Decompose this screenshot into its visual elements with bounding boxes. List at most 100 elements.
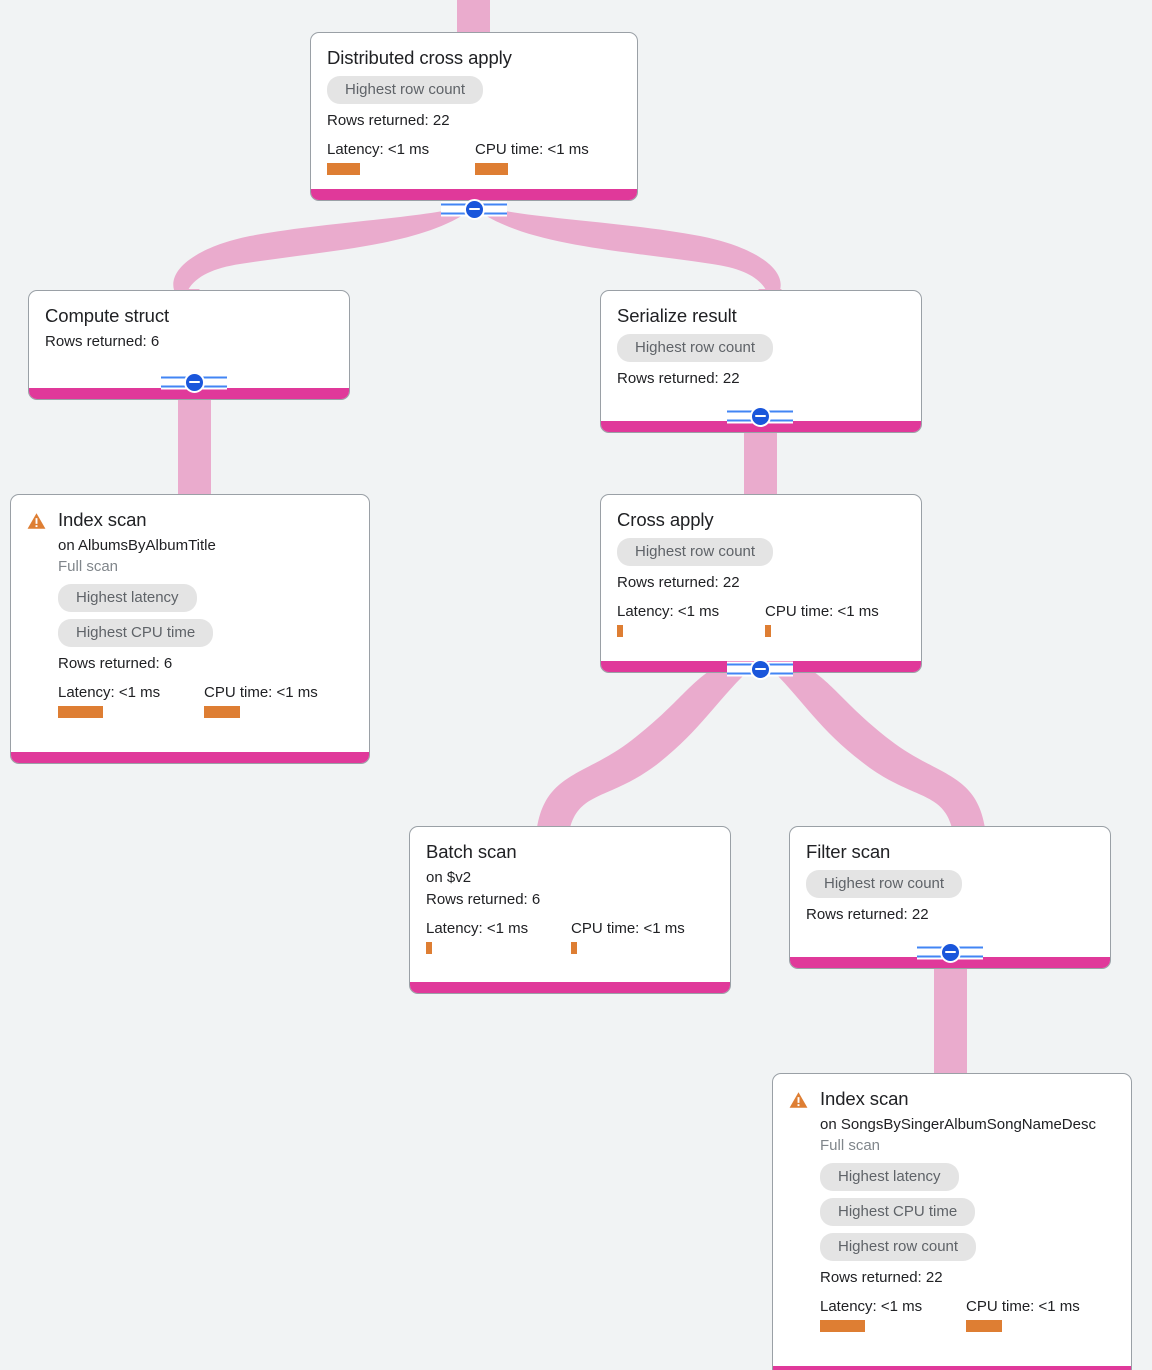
- node-body: Highest row count Rows returned: 22 Late…: [327, 69, 621, 175]
- warning-icon: [27, 513, 46, 529]
- metric-latency-bar: [617, 625, 623, 637]
- metric-latency: Latency: <1 ms: [327, 140, 475, 175]
- chip-list: Highest row count: [327, 69, 621, 104]
- chip-list: Highest latency: [58, 577, 353, 612]
- node-body: Highest row count Rows returned: 22: [806, 863, 1094, 925]
- edge-compute-struct-to-index-scan: [178, 384, 211, 496]
- node-content: Filter scan Highest row count Rows retur…: [790, 827, 1110, 939]
- rows-returned: Rows returned: 6: [426, 891, 541, 908]
- metric-latency-label: Latency: <1 ms: [617, 603, 720, 620]
- metric-cpu-time-bar: [204, 706, 240, 718]
- metric-latency-label: Latency: <1 ms: [426, 920, 529, 937]
- collapse-toggle-filter-scan[interactable]: [917, 941, 983, 963]
- node-title: Filter scan: [806, 841, 891, 862]
- plan-node-batch-scan[interactable]: Batch scan on $v2 Rows returned: 6 Laten…: [409, 826, 731, 994]
- chip-highest-row-count: Highest row count: [820, 1233, 977, 1261]
- collapse-toggle-distributed-cross-apply[interactable]: [441, 198, 507, 220]
- metric-latency-label: Latency: <1 ms: [820, 1298, 923, 1315]
- chip-list: Highest row count: [617, 531, 905, 566]
- collapse-toggle-serialize-result[interactable]: [727, 405, 793, 427]
- node-status-bar: [311, 189, 637, 200]
- chip-list: Highest CPU time: [58, 612, 353, 647]
- metric-cpu-time: CPU time: <1 ms: [475, 140, 589, 175]
- minus-icon: [183, 371, 205, 393]
- node-title-row: Batch scan: [426, 841, 714, 863]
- node-title: Index scan: [820, 1088, 909, 1109]
- rows-returned: Rows returned: 22: [820, 1269, 943, 1286]
- node-content: Distributed cross apply Highest row coun…: [311, 33, 637, 189]
- node-subtitle: on SongsBySingerAlbumSongNameDesc: [820, 1116, 1096, 1133]
- chip-list: Highest row count: [806, 863, 1094, 898]
- node-title: Index scan: [58, 509, 147, 530]
- edge-root-to-serialize-result: [477, 205, 781, 290]
- node-title: Distributed cross apply: [327, 47, 512, 68]
- node-body: on AlbumsByAlbumTitle Full scan Highest …: [58, 535, 353, 718]
- metric-cpu-time: CPU time: <1 ms: [571, 919, 685, 954]
- rows-returned: Rows returned: 22: [806, 906, 929, 923]
- node-title-row: Filter scan: [806, 841, 1094, 863]
- minus-icon: [939, 941, 961, 963]
- plan-node-index-scan-albums[interactable]: Index scan on AlbumsByAlbumTitle Full sc…: [10, 494, 370, 764]
- node-content: Compute struct Rows returned: 6: [29, 291, 349, 366]
- node-content: Cross apply Highest row count Rows retur…: [601, 495, 921, 651]
- collapse-toggle-cross-apply[interactable]: [727, 658, 793, 680]
- metric-latency: Latency: <1 ms: [820, 1297, 966, 1332]
- chip-highest-latency: Highest latency: [58, 584, 197, 612]
- metric-latency-bar: [820, 1320, 865, 1332]
- metric-cpu-time: CPU time: <1 ms: [765, 602, 879, 637]
- plan-node-distributed-cross-apply[interactable]: Distributed cross apply Highest row coun…: [310, 32, 638, 201]
- edge-cross-apply-to-filter-scan: [774, 668, 985, 828]
- collapse-toggle-compute-struct[interactable]: [161, 371, 227, 393]
- node-title-row: Distributed cross apply: [327, 47, 621, 69]
- metric-latency-bar: [426, 942, 432, 954]
- edge-cross-apply-to-batch-scan: [537, 668, 747, 828]
- metric-latency-label: Latency: <1 ms: [58, 684, 161, 701]
- metric-cpu-time-bar: [571, 942, 577, 954]
- node-title-row: Cross apply: [617, 509, 905, 531]
- node-title: Cross apply: [617, 509, 714, 530]
- node-content: Serialize result Highest row count Rows …: [601, 291, 921, 403]
- chip-highest-row-count: Highest row count: [327, 76, 484, 104]
- node-body: Highest row count Rows returned: 22 Late…: [617, 531, 905, 637]
- plan-node-cross-apply[interactable]: Cross apply Highest row count Rows retur…: [600, 494, 922, 673]
- node-title: Compute struct: [45, 305, 170, 326]
- node-subtitle: on $v2: [426, 869, 472, 886]
- metric-cpu-time-label: CPU time: <1 ms: [204, 684, 318, 701]
- chip-highest-row-count: Highest row count: [806, 870, 963, 898]
- metric-latency: Latency: <1 ms: [58, 683, 204, 718]
- rows-returned: Rows returned: 22: [617, 370, 740, 387]
- node-content: Index scan on SongsBySingerAlbumSongName…: [773, 1074, 1131, 1346]
- metric-cpu-time-label: CPU time: <1 ms: [765, 603, 879, 620]
- metrics-row: Latency: <1 ms CPU time: <1 ms: [58, 683, 353, 718]
- node-subtitle-secondary: Full scan: [820, 1137, 881, 1154]
- metrics-row: Latency: <1 ms CPU time: <1 ms: [426, 919, 714, 954]
- minus-icon: [749, 658, 771, 680]
- metric-cpu-time-bar: [765, 625, 771, 637]
- edge-filter-scan-to-index-scan: [934, 954, 967, 1076]
- metric-latency: Latency: <1 ms: [617, 602, 765, 637]
- node-status-bar: [773, 1366, 1131, 1370]
- node-status-bar: [11, 752, 369, 763]
- minus-icon: [749, 405, 771, 427]
- node-subtitle-secondary: Full scan: [58, 558, 119, 575]
- rows-returned: Rows returned: 6: [58, 655, 173, 672]
- node-body: Rows returned: 6: [45, 332, 333, 352]
- edge-root-to-compute-struct: [173, 205, 472, 290]
- node-title-row: Serialize result: [617, 305, 905, 327]
- node-title-row: Index scan: [27, 509, 353, 531]
- chip-list: Highest latency: [820, 1156, 1115, 1191]
- node-title: Serialize result: [617, 305, 737, 326]
- metric-latency: Latency: <1 ms: [426, 919, 571, 954]
- node-title: Batch scan: [426, 841, 517, 862]
- edge-root-inbound: [457, 0, 490, 34]
- rows-returned: Rows returned: 22: [327, 112, 450, 129]
- node-subtitle: on AlbumsByAlbumTitle: [58, 537, 216, 554]
- metrics-row: Latency: <1 ms CPU time: <1 ms: [617, 602, 905, 637]
- metric-latency-label: Latency: <1 ms: [327, 141, 430, 158]
- metric-cpu-time-bar: [966, 1320, 1002, 1332]
- metric-cpu-time: CPU time: <1 ms: [204, 683, 318, 718]
- chip-highest-row-count: Highest row count: [617, 538, 774, 566]
- node-body: on $v2 Rows returned: 6 Latency: <1 ms C…: [426, 867, 714, 954]
- rows-returned: Rows returned: 22: [617, 574, 740, 591]
- plan-node-index-scan-songs[interactable]: Index scan on SongsBySingerAlbumSongName…: [772, 1073, 1132, 1370]
